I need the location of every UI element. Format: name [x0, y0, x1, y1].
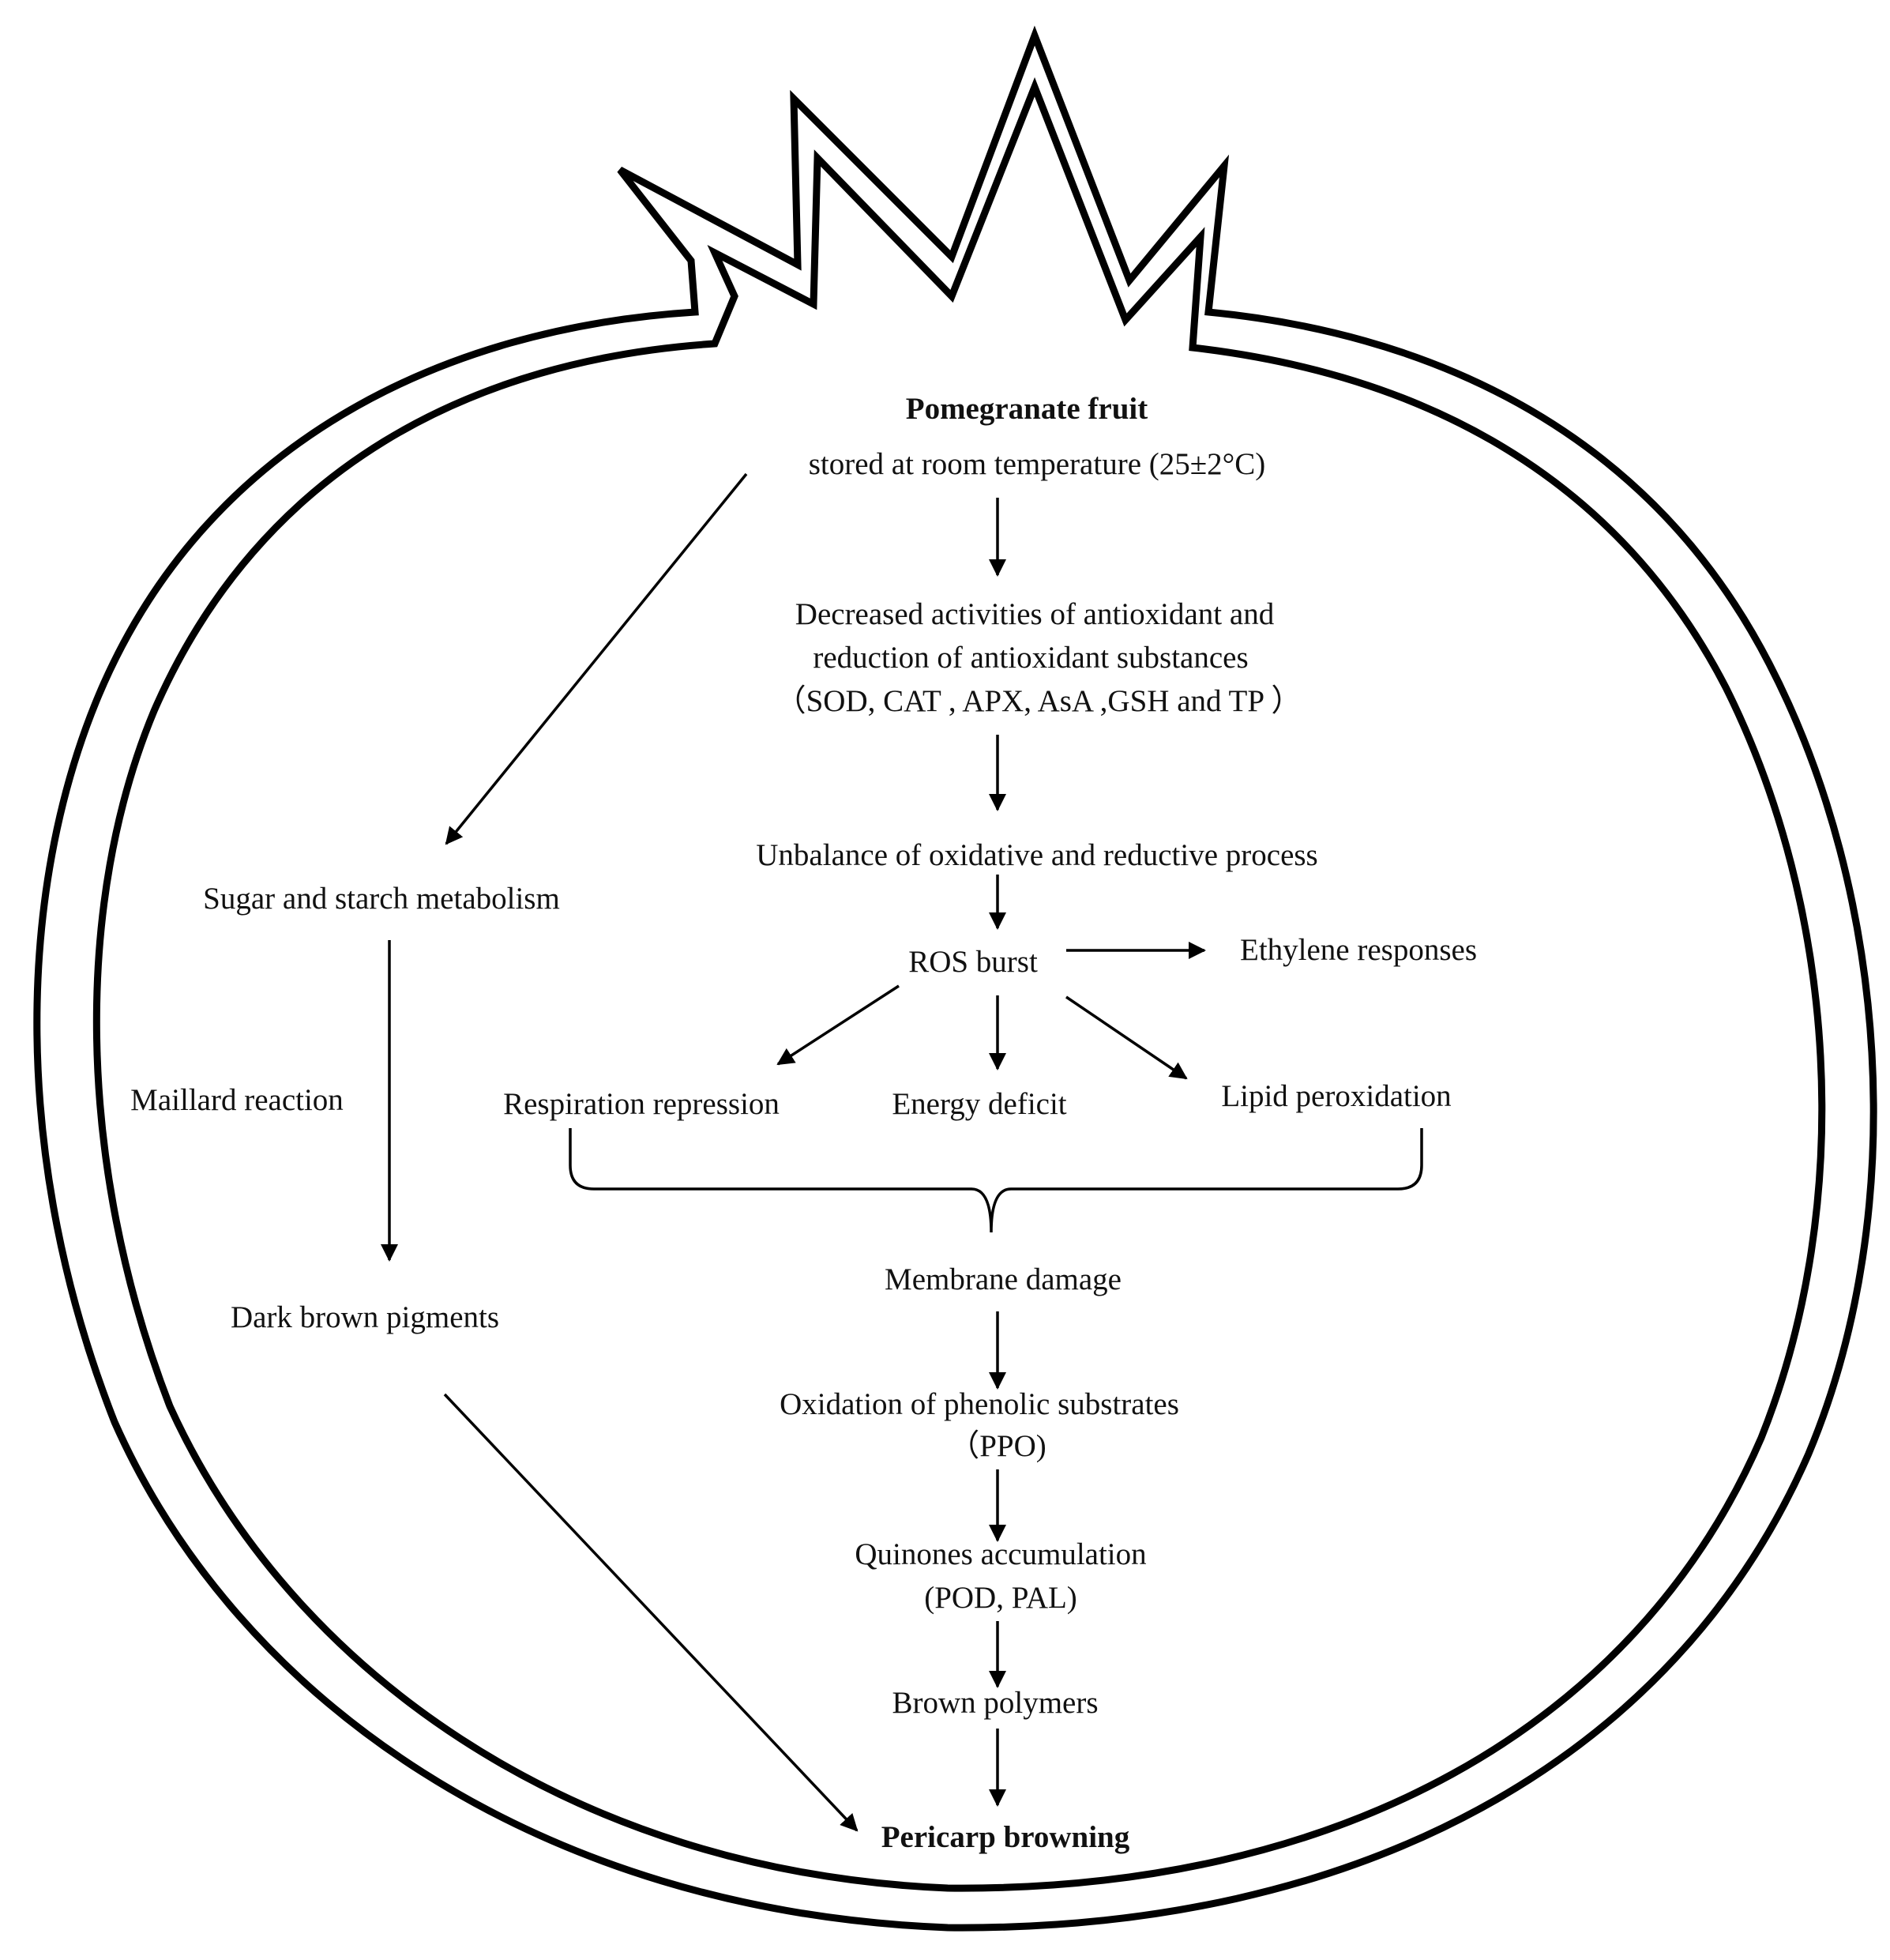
pomegranate-outline-outer	[33, 25, 1877, 1932]
storage-condition: stored at room temperature (25±2°C)	[809, 447, 1266, 481]
ethylene-label: Ethylene responses	[1240, 933, 1477, 967]
phenolic-line-2: （PPO)	[949, 1429, 1046, 1463]
lipid-label: Lipid peroxidation	[1221, 1079, 1451, 1113]
brown-polymers-label: Brown polymers	[892, 1686, 1098, 1720]
pericarp-browning-label: Pericarp browning	[881, 1820, 1130, 1854]
sugar-label: Sugar and starch metabolism	[203, 882, 560, 916]
ros-burst-label: ROS burst	[908, 945, 1038, 979]
antioxidant-line-3: （SOD, CAT , APX, AsA ,GSH and TP ）	[776, 684, 1302, 718]
antioxidant-line-1: Decreased activities of antioxidant and	[795, 597, 1275, 631]
pigments-label: Dark brown pigments	[231, 1300, 499, 1334]
respiration-label: Respiration repression	[503, 1087, 780, 1121]
unbalance-label: Unbalance of oxidative and reductive pro…	[756, 838, 1317, 872]
arrow-ros-to-lipid	[1065, 995, 1188, 1080]
fruit-title: Pomegranate fruit	[906, 392, 1148, 426]
arrow-pigments-to-browning	[443, 1393, 859, 1832]
quinones-line-1: Quinones accumulation	[855, 1537, 1146, 1571]
membrane-label: Membrane damage	[885, 1262, 1122, 1296]
arrow-condition-to-sugar	[445, 472, 748, 845]
energy-label: Energy deficit	[892, 1087, 1066, 1121]
pomegranate-outline-inner	[92, 77, 1826, 1892]
arrow-ros-to-respiration	[776, 984, 900, 1066]
maillard-label: Maillard reaction	[130, 1083, 344, 1117]
phenolic-line-1: Oxidation of phenolic substrates	[780, 1387, 1179, 1421]
antioxidant-line-2: reduction of antioxidant substances	[813, 641, 1248, 675]
outcomes-brace	[569, 1128, 1423, 1233]
quinones-line-2: (POD, PAL)	[924, 1581, 1077, 1615]
